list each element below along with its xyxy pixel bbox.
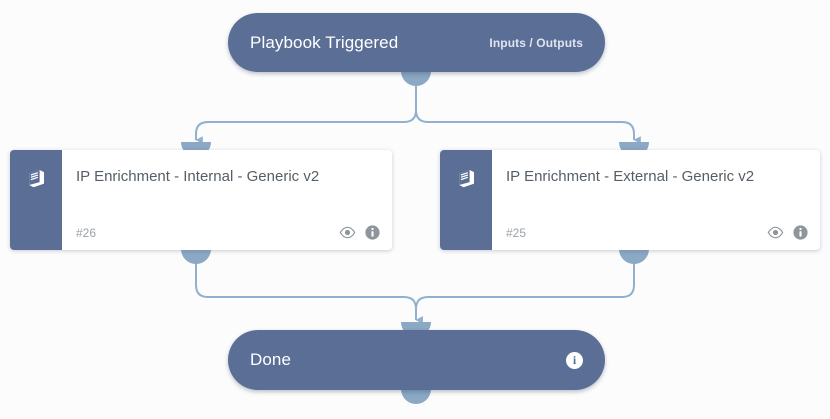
edge-trigger-to-task-1 — [415, 74, 641, 144]
inputs-outputs-link[interactable]: Inputs / Outputs — [489, 35, 583, 50]
book-icon — [455, 168, 477, 195]
edge-trigger-to-task-0 — [195, 74, 417, 144]
connector-nub-task-0-out[interactable] — [181, 249, 211, 264]
node-playbook-triggered[interactable]: Playbook Triggered Inputs / Outputs — [228, 13, 605, 72]
task-actions — [767, 225, 808, 240]
eye-icon[interactable] — [767, 226, 784, 239]
trigger-title: Playbook Triggered — [250, 32, 399, 52]
info-icon[interactable] — [793, 225, 808, 240]
task-title: IP Enrichment - External - Generic v2 — [506, 168, 755, 185]
task-card-body: IP Enrichment - External - Generic v2 #2… — [492, 150, 820, 250]
edge-task-1-to-done — [415, 258, 635, 324]
connector-nub-trigger-out[interactable] — [401, 71, 431, 86]
task-id-label: #25 — [506, 225, 527, 240]
info-icon[interactable]: i — [566, 351, 583, 369]
task-card-body: IP Enrichment - Internal - Generic v2 #2… — [62, 150, 392, 250]
connector-nub-done-out[interactable] — [401, 389, 431, 404]
eye-icon[interactable] — [339, 226, 356, 239]
task-type-rail — [440, 150, 492, 250]
task-actions — [339, 225, 380, 240]
task-type-rail — [10, 150, 62, 250]
done-title: Done — [250, 350, 292, 369]
task-card[interactable]: IP Enrichment - Internal - Generic v2 #2… — [10, 150, 392, 250]
book-icon — [25, 168, 47, 195]
info-icon[interactable] — [365, 225, 380, 240]
task-id-label: #26 — [76, 225, 97, 240]
node-done[interactable]: Done i — [228, 330, 605, 390]
task-title: IP Enrichment - Internal - Generic v2 — [76, 168, 320, 185]
connector-nub-task-1-out[interactable] — [619, 249, 649, 264]
task-card-footer: #26 — [76, 225, 380, 240]
task-card[interactable]: IP Enrichment - External - Generic v2 #2… — [440, 150, 820, 250]
task-card-footer: #25 — [506, 225, 808, 240]
edge-task-0-to-done — [195, 258, 423, 324]
